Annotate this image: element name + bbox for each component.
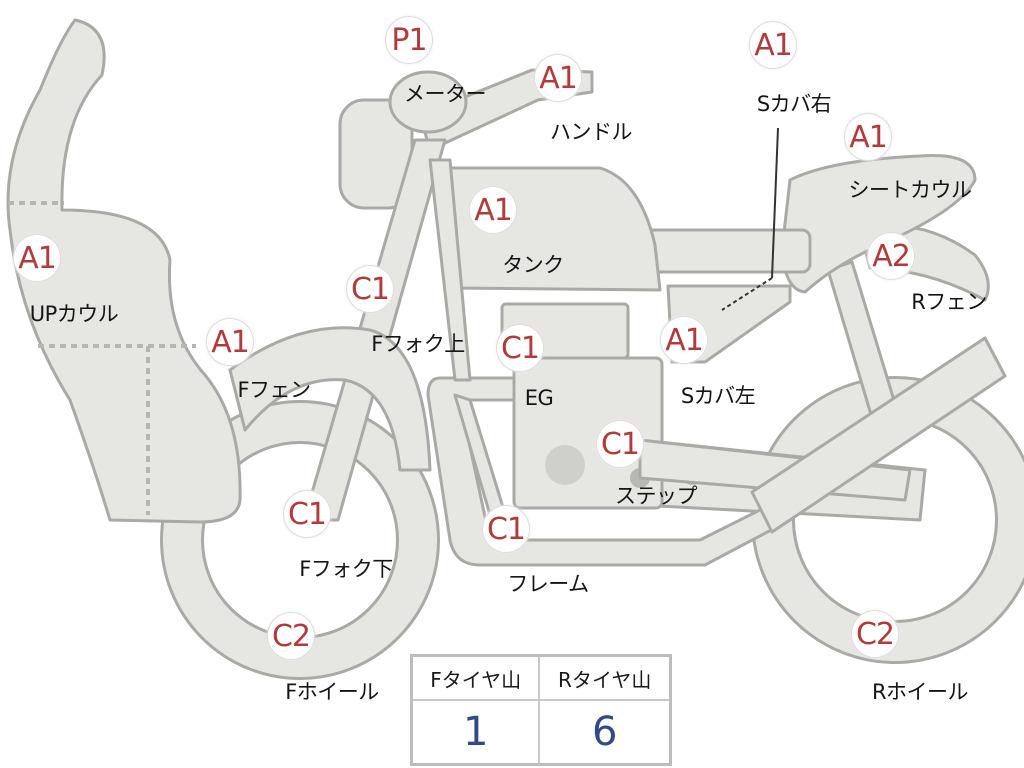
tire-tread-table: Fタイヤ山 Rタイヤ山 1 6 [410,654,672,766]
front-tire-header: Fタイヤ山 [410,654,541,701]
rear-tire-value: 6 [538,699,672,766]
grade-badge-step: C1 [597,421,643,467]
grade-badge-up-cowl: A1 [14,235,60,281]
grade-badge-r-wheel: C2 [852,611,898,657]
scover-right-leader-2 [721,277,773,311]
seat-cowl-shape [780,154,977,294]
rear-tire-header: Rタイヤ山 [538,654,672,701]
seat-shape [638,228,812,274]
grade-badge-scover-left: A1 [661,317,707,363]
part-label-engine: EG [524,386,554,410]
grade-badge-f-fender: A1 [207,319,253,365]
part-label-f-wheel: Fホイール [285,680,379,704]
part-label-f-fender: Fフェン [237,378,311,402]
meter-shape [388,70,468,134]
grade-badge-engine: C1 [497,325,543,371]
tire-table-header-row: Fタイヤ山 Rタイヤ山 [410,654,672,701]
scover-right-leader [771,127,779,279]
part-label-r-fender: Rフェン [911,290,987,314]
part-label-f-fork-upper: Fフォク上 [371,332,465,356]
part-label-meter: メーター [404,82,487,106]
grade-badge-f-wheel: C2 [268,613,314,659]
part-label-seat-cowl: シートカウル [848,178,973,202]
grade-badge-meter: P1 [386,17,432,63]
part-label-up-cowl: UPカウル [29,302,119,326]
part-label-scover-left: Sカバ左 [680,384,756,408]
grade-badge-frame: C1 [483,506,529,552]
engine-cover-circle [545,445,585,485]
grade-badge-f-fork-lower: C1 [284,491,330,537]
grade-badge-f-fork-upper: C1 [347,266,393,312]
part-label-r-wheel: Rホイール [871,680,969,704]
grade-badge-seat-cowl: A1 [845,114,891,160]
grade-badge-handle: A1 [535,55,581,101]
part-label-step: ステップ [615,484,698,508]
grade-badge-r-fender: A2 [868,233,914,279]
part-label-scover-right: Sカバ右 [756,92,832,116]
part-label-handle: ハンドル [550,120,633,144]
front-fender-shape [228,326,432,472]
muffler-shape [750,336,1007,534]
part-label-frame: フレーム [507,572,589,596]
part-label-f-fork-lower: Fフォク下 [299,557,393,581]
grade-badge-tank: A1 [470,187,516,233]
front-wheel-ring-inner [163,403,437,677]
front-fork-inner-shape [428,158,472,382]
tire-table-value-row: 1 6 [410,699,672,766]
front-tire-value: 1 [410,699,541,766]
part-label-tank: タンク [502,253,564,277]
grade-badge-scover-right: A1 [750,22,796,68]
